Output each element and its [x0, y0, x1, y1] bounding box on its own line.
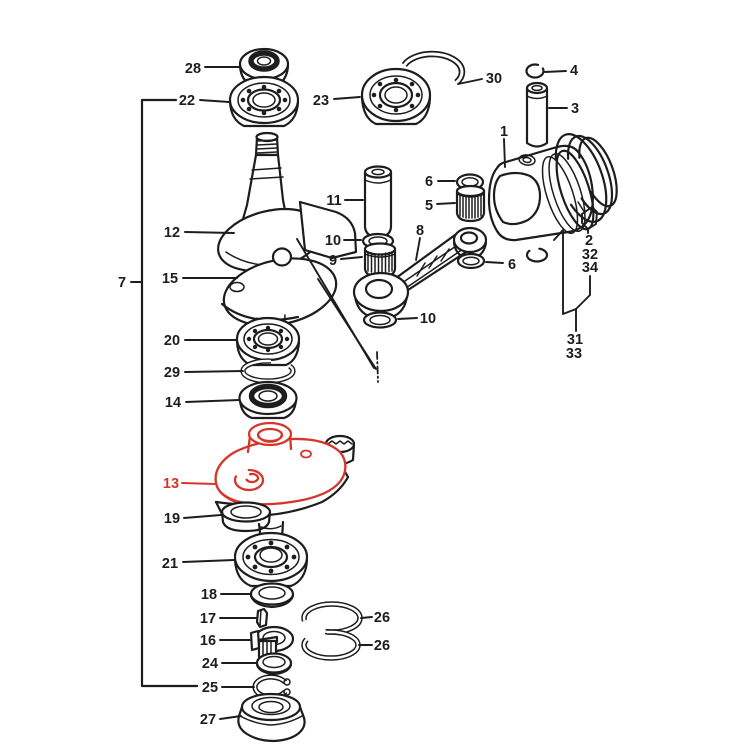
part-11-crankpin-drawing [363, 165, 393, 239]
part-label-4[interactable]: 4 [570, 63, 578, 79]
leader-line-29-24 [184, 370, 244, 373]
part-label-9[interactable]: 9 [329, 253, 337, 269]
part-30-cring-drawing [398, 50, 466, 94]
part-label-6[interactable]: 6 [425, 174, 433, 190]
part-label-19[interactable]: 19 [164, 511, 180, 527]
part-5-needle-bearing-drawing [455, 184, 486, 223]
part-23-bearing-drawing [360, 67, 432, 126]
part-label-14[interactable]: 14 [165, 395, 181, 411]
leader-line-19-27 [183, 514, 222, 519]
leader-line-5-9 [436, 202, 456, 205]
leader-line-10-20 [397, 317, 418, 320]
part-28-seal-drawing [238, 47, 290, 88]
leader-line-27-36 [219, 715, 242, 720]
part-label-21[interactable]: 21 [162, 556, 178, 572]
part-label-15[interactable]: 15 [162, 271, 178, 287]
leader-line-14-25 [185, 399, 240, 403]
leader-line-21-28 [182, 559, 235, 563]
part-19-collar-drawing [220, 501, 285, 545]
part-13-highlighted-crank-web-drawing [214, 421, 347, 507]
leader-line-4-4 [544, 70, 567, 73]
callout-31-33 [553, 229, 591, 332]
leader-line-9-13 [340, 256, 363, 260]
part-label-2[interactable]: 2 [585, 233, 593, 249]
leader-line-22-1 [199, 99, 230, 103]
leader-line-30-3 [457, 78, 483, 85]
part-label-30[interactable]: 30 [486, 71, 502, 87]
assembly-leader-lines [296, 238, 379, 383]
leader-line-8-10 [415, 237, 421, 261]
part-10-washer-lower-drawing [362, 311, 398, 329]
part-label-33[interactable]: 33 [566, 346, 582, 362]
part-label-7[interactable]: 7 [118, 275, 126, 291]
piston-pin-clip-drawing [525, 247, 549, 263]
leader-line-13-26 [181, 482, 217, 485]
part-6-washer-lower-drawing [456, 252, 486, 270]
part-label-31[interactable]: 31 [567, 332, 583, 348]
part-26-ring-lower-drawing [301, 629, 361, 661]
bearing-balls [371, 77, 421, 113]
part-label-32[interactable]: 32 [582, 247, 598, 263]
part-label-5[interactable]: 5 [425, 198, 433, 214]
part-label-3[interactable]: 3 [571, 101, 579, 117]
leader-line-1-6 [503, 138, 506, 168]
part-label-26[interactable]: 26 [374, 610, 390, 626]
part-label-22[interactable]: 22 [179, 93, 195, 109]
leader-line-12-11 [184, 231, 235, 234]
part-label-27[interactable]: 27 [200, 712, 216, 728]
part-label-12[interactable]: 12 [164, 225, 180, 241]
part-8-connecting-rod-drawing [352, 226, 488, 319]
part-label-1[interactable]: 1 [500, 124, 508, 140]
part-label-34[interactable]: 34 [582, 260, 598, 276]
part-label-8[interactable]: 8 [416, 223, 424, 239]
part-label-16[interactable]: 16 [200, 633, 216, 649]
part-12-15-crankshaft-drawing [216, 131, 358, 332]
part-17-key-drawing [255, 607, 269, 629]
leader-line-23-2 [333, 96, 361, 100]
part-label-17[interactable]: 17 [200, 611, 216, 627]
bearing-balls [245, 540, 297, 574]
callout-2-32-34 [577, 201, 598, 234]
part-24-ring-drawing [255, 652, 293, 676]
part-label-26[interactable]: 26 [374, 638, 390, 654]
part-20-bearing-drawing [235, 316, 301, 367]
part-label-24[interactable]: 24 [202, 656, 218, 672]
part-22-bearing-drawing [228, 75, 300, 128]
part-label-10[interactable]: 10 [420, 311, 436, 327]
part-27-seal-housing-drawing [237, 692, 306, 743]
part-label-25[interactable]: 25 [202, 680, 218, 696]
part-label-18[interactable]: 18 [201, 587, 217, 603]
bearing-balls [246, 325, 290, 353]
part-label-10[interactable]: 10 [325, 233, 341, 249]
leader-line-26-30 [360, 616, 373, 619]
part-label-29[interactable]: 29 [164, 365, 180, 381]
part-14-seal-drawing [238, 380, 298, 420]
part-21-bearing-drawing [233, 531, 309, 588]
part-18-ring-drawing [249, 582, 295, 609]
leader-line-6-14 [485, 261, 504, 264]
part-label-11[interactable]: 11 [326, 193, 341, 209]
part-4-circlip-drawing [525, 63, 545, 79]
part-1-piston-drawing [487, 133, 618, 263]
part-3-piston-pin-drawing [525, 81, 549, 148]
part-26-ring-upper-drawing [301, 601, 363, 635]
part-label-6[interactable]: 6 [508, 257, 516, 273]
part-label-28[interactable]: 28 [185, 61, 201, 77]
part-label-20[interactable]: 20 [164, 333, 180, 349]
group-bracket-7 [140, 98, 199, 688]
part-label-13-highlighted[interactable]: 13 [163, 476, 179, 492]
part-label-23[interactable]: 23 [313, 93, 329, 109]
bearing-balls [240, 84, 288, 116]
